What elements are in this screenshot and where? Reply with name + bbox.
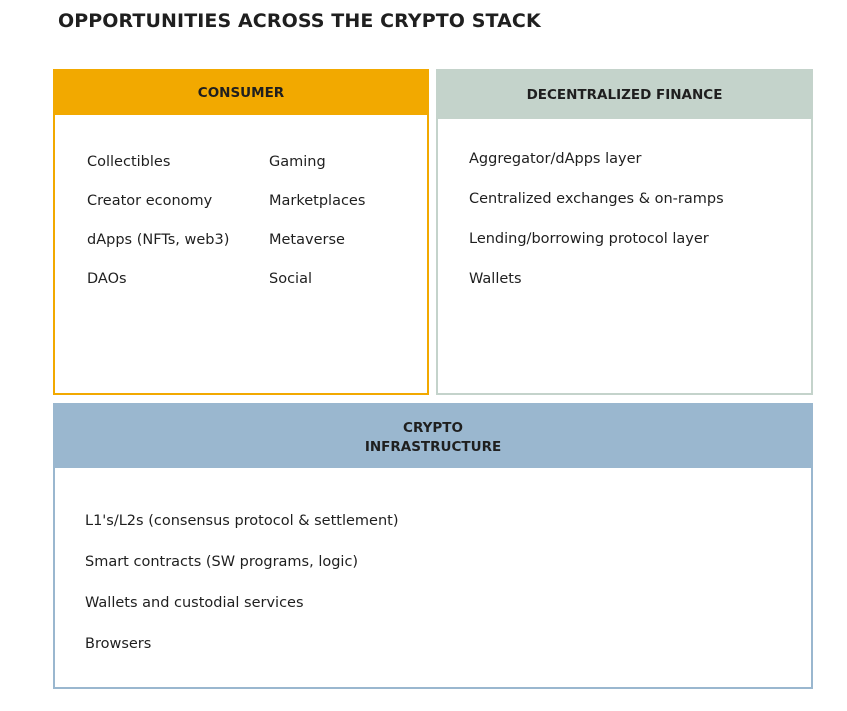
defi-items: Aggregator/dApps layer Centralized excha…: [469, 150, 724, 289]
defi-item: Centralized exchanges & on-ramps: [469, 191, 724, 207]
infrastructure-items: L1's/L2s (consensus protocol & settlemen…: [85, 512, 399, 654]
consumer-item: Marketplaces: [269, 193, 366, 209]
defi-header: DECENTRALIZED FINANCE: [438, 71, 811, 119]
consumer-item: Metaverse: [269, 232, 345, 248]
defi-item: Lending/borrowing protocol layer: [469, 231, 709, 247]
consumer-item: Collectibles: [87, 154, 171, 170]
infrastructure-panel: CRYPTO INFRASTRUCTURE L1's/L2s (consensu…: [53, 403, 813, 689]
infrastructure-header: CRYPTO INFRASTRUCTURE: [55, 405, 811, 468]
consumer-items: Collectibles Gaming Creator economy Mark…: [87, 153, 365, 289]
consumer-item: Gaming: [269, 154, 326, 170]
consumer-item: Creator economy: [87, 193, 213, 209]
defi-panel: DECENTRALIZED FINANCE Aggregator/dApps l…: [436, 69, 813, 395]
defi-item: Wallets: [469, 271, 522, 287]
consumer-item: dApps (NFTs, web3): [87, 232, 230, 248]
infrastructure-item: Browsers: [85, 636, 152, 652]
infrastructure-item: Smart contracts (SW programs, logic): [85, 554, 359, 570]
infrastructure-item: Wallets and custodial services: [85, 595, 304, 611]
consumer-item: Social: [269, 271, 312, 287]
defi-item: Aggregator/dApps layer: [469, 151, 642, 167]
consumer-header: CONSUMER: [55, 71, 427, 115]
consumer-panel: CONSUMER Collectibles Gaming Creator eco…: [53, 69, 429, 395]
infrastructure-header-line1: CRYPTO: [403, 419, 463, 436]
consumer-item: DAOs: [87, 271, 127, 287]
infrastructure-header-line2: INFRASTRUCTURE: [364, 438, 502, 455]
page-title: OPPORTUNITIES ACROSS THE CRYPTO STACK: [58, 10, 541, 32]
infrastructure-item: L1's/L2s (consensus protocol & settlemen…: [85, 513, 399, 529]
